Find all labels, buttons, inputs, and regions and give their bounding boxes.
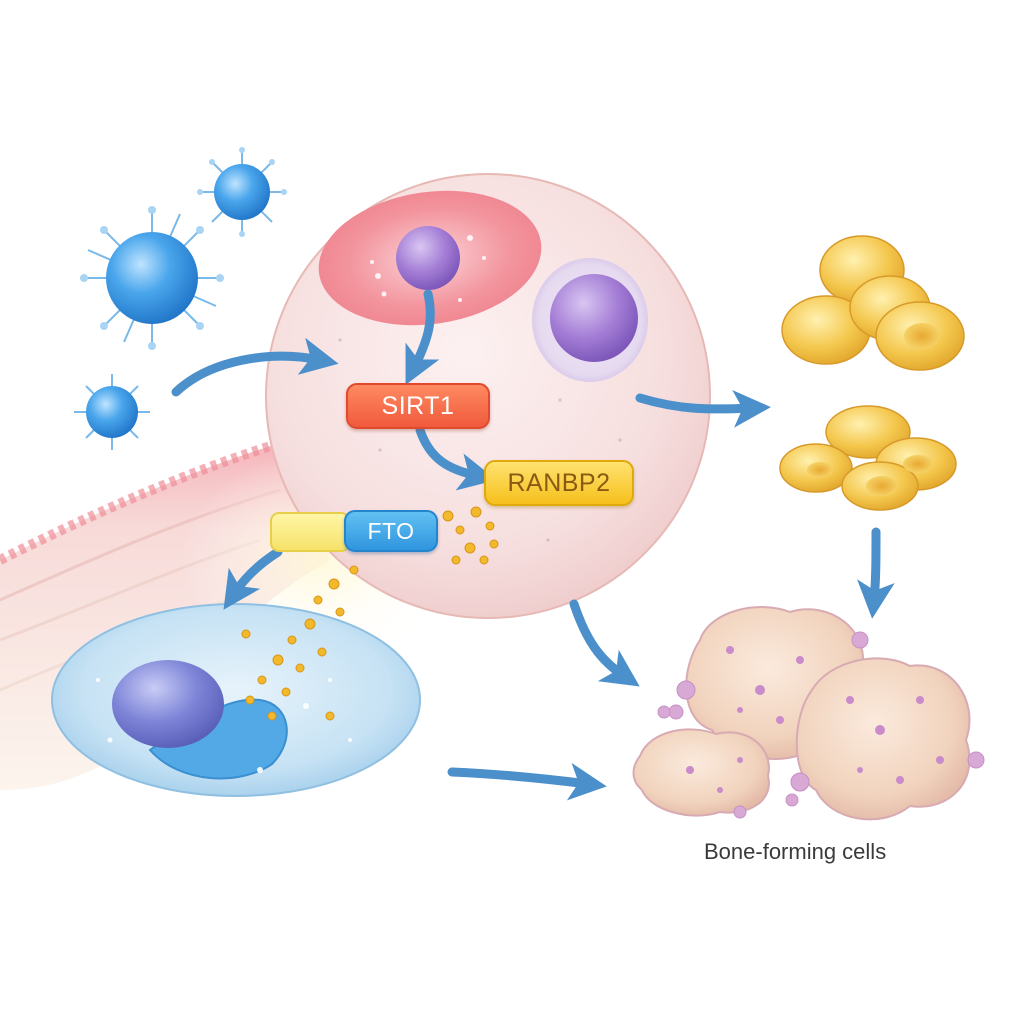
arrow-sirt1-to-ranbp2 bbox=[415, 425, 497, 491]
blue-disc-cell bbox=[51, 603, 421, 797]
arrow-fat-to-bone bbox=[857, 527, 895, 619]
fto-label: FTO bbox=[344, 510, 438, 552]
arrow-into-cell bbox=[171, 337, 339, 397]
sirt1-label: SIRT1 bbox=[346, 383, 490, 429]
large-nucleus bbox=[550, 274, 638, 362]
virus-small bbox=[74, 374, 150, 450]
small-nucleus bbox=[396, 226, 460, 290]
signal-particles bbox=[241, 506, 499, 721]
fat-cell-cluster-top bbox=[781, 235, 965, 371]
bone-forming-cells-caption: Bone-forming cells bbox=[704, 839, 887, 864]
virus-top bbox=[197, 147, 287, 237]
bone-cell-cluster bbox=[632, 606, 985, 821]
fat-cell-cluster-mid bbox=[779, 405, 957, 511]
arrow-fto-to-disc bbox=[223, 547, 283, 610]
arrow-to-fat-cells bbox=[635, 390, 771, 428]
arrow-cell-to-bone bbox=[569, 599, 640, 687]
virus-large bbox=[80, 206, 224, 350]
flow-arrows bbox=[171, 289, 895, 801]
blue-nucleus bbox=[112, 660, 224, 748]
yellow-marker-box bbox=[270, 512, 350, 552]
ranbp2-label: RANBP2 bbox=[484, 460, 634, 506]
arrow-nucleus-to-sirt1 bbox=[405, 289, 440, 385]
arrow-disc-to-bone bbox=[447, 762, 607, 801]
